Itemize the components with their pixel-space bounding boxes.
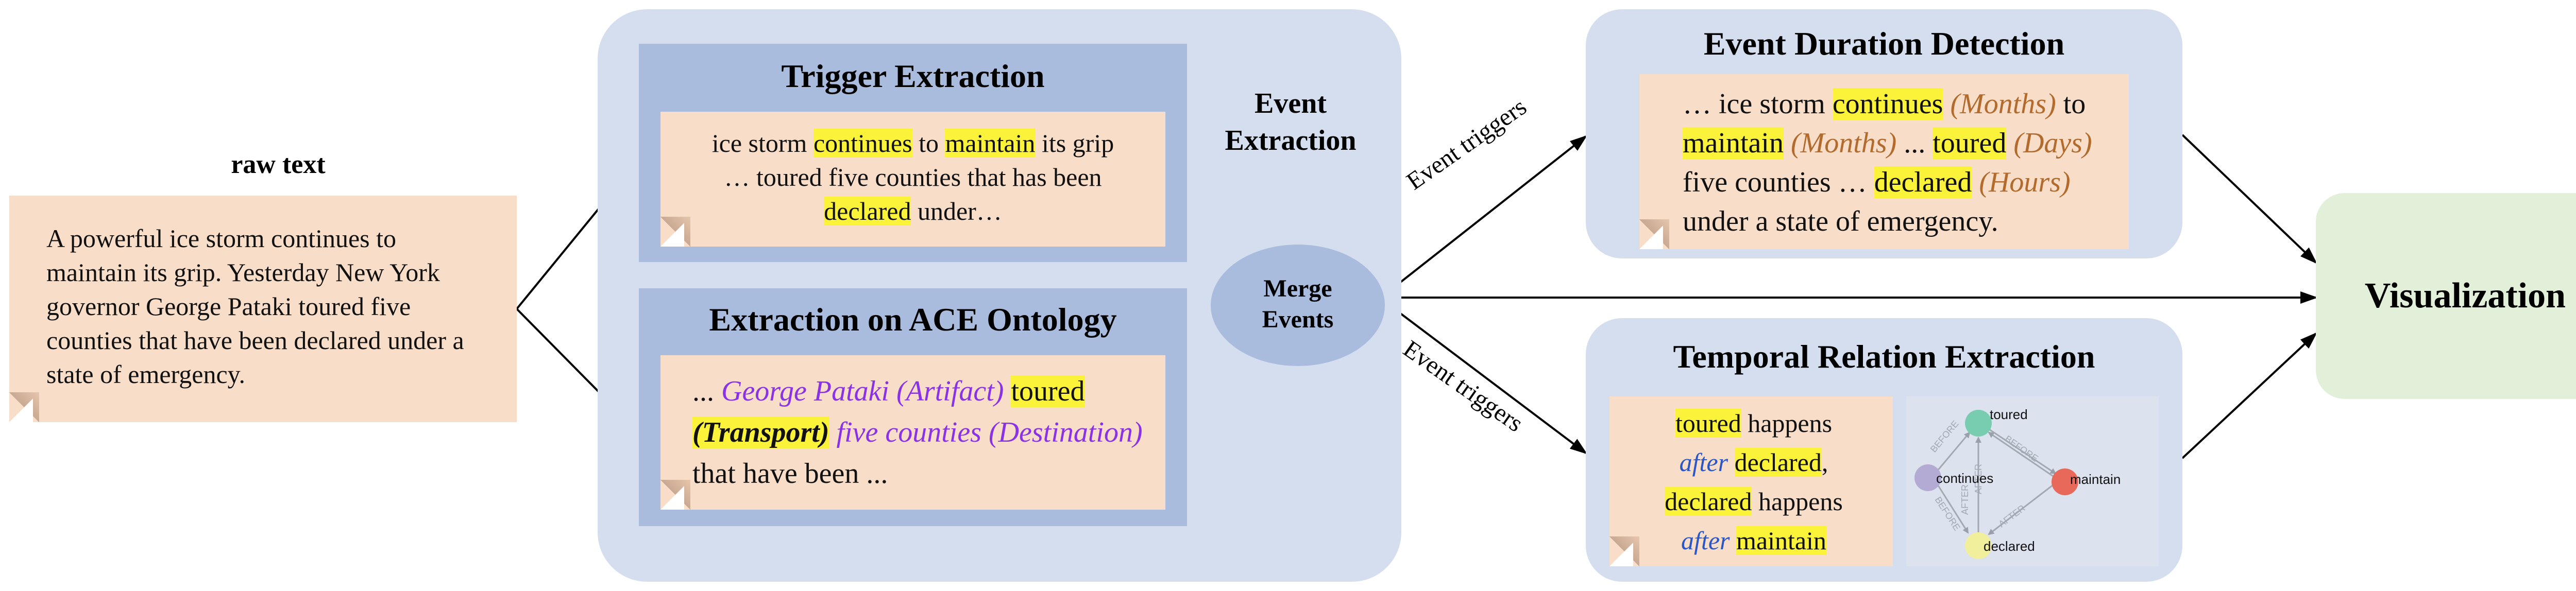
temporal-highlight-toured: toured [1675, 409, 1741, 438]
temporal-graph: BEFORE BEFORE AFTER BEFORE AFTER AFTER t… [1906, 396, 2159, 566]
graph-edge-label-5: AFTER [1996, 503, 2027, 529]
merge-events-node: Merge Events [1211, 245, 1385, 366]
visualization-node: Visualization [2316, 193, 2576, 399]
temporal-highlight-declared-2: declared [1665, 487, 1752, 516]
duration-highlight-toured: toured [1933, 127, 2007, 159]
duration-label-days: (Days) [2013, 127, 2092, 159]
duration-highlight-continues: continues [1832, 88, 1943, 120]
graph-node-toured [1965, 410, 1992, 437]
trigger-note: ice storm continues to maintain its grip… [660, 112, 1165, 247]
arrow-merge-to-temporal [1384, 301, 1588, 455]
trigger-extraction-box: Trigger Extraction ice storm continues t… [639, 44, 1187, 262]
trigger-text: ice storm continues to maintain its grip… [711, 129, 1114, 225]
temporal-relation-after-2: after [1681, 526, 1730, 555]
graph-node-declared [1965, 532, 1992, 559]
duration-highlight-maintain: maintain [1683, 127, 1784, 159]
arrow-merge-to-duration [1384, 135, 1588, 296]
event-duration-title: Event Duration Detection [1703, 25, 2065, 62]
trigger-highlight-maintain: maintain [945, 129, 1036, 158]
duration-label-hours: (Hours) [1979, 166, 2071, 198]
temporal-highlight-declared-1: declared [1734, 448, 1822, 477]
ace-extraction-title: Extraction on ACE Ontology [709, 301, 1117, 338]
event-extraction-label: Event Extraction [1225, 88, 1357, 157]
event-duration-panel: Event Duration Detection … ice storm con… [1586, 9, 2182, 258]
temporal-graph-svg: BEFORE BEFORE AFTER BEFORE AFTER AFTER t… [1914, 407, 2121, 559]
temporal-relation-after-1: after [1679, 448, 1728, 477]
ace-text: ... George Pataki (Artifact) toured(Tran… [692, 375, 1143, 490]
ace-trigger-toured: toured [1011, 375, 1085, 407]
graph-edge-label-3: AFTER [1973, 464, 1984, 494]
duration-label-months-1: (Months) [1950, 88, 2056, 120]
graph-edge-continues-toured [1936, 431, 1971, 472]
graph-edge-label-6: AFTER [1960, 484, 1970, 515]
temporal-relation-panel: Temporal Relation Extraction toured happ… [1586, 318, 2182, 582]
duration-label-months-2: (Months) [1790, 127, 1897, 159]
graph-node-label-maintain: maintain [2070, 472, 2121, 487]
visualization-label: Visualization [2364, 276, 2566, 316]
trigger-highlight-declared: declared [824, 197, 911, 225]
raw-text-note: A powerful ice storm continues to mainta… [9, 196, 517, 422]
ace-note: ... George Pataki (Artifact) toured(Tran… [660, 355, 1165, 510]
graph-node-continues [1914, 464, 1941, 491]
temporal-relation-title: Temporal Relation Extraction [1673, 338, 2095, 375]
graph-edge-continues-declared [1936, 483, 1969, 534]
ace-argument-destination: five counties (Destination) [836, 416, 1143, 448]
ace-extraction-box: Extraction on ACE Ontology ... George Pa… [639, 288, 1187, 526]
graph-node-label-declared: declared [1984, 538, 2035, 554]
graph-node-maintain [2052, 468, 2078, 495]
temporal-highlight-maintain: maintain [1736, 526, 1826, 555]
graph-node-label-toured: toured [1990, 407, 2028, 422]
raw-text-label: raw text [231, 150, 326, 179]
trigger-extraction-title: Trigger Extraction [781, 58, 1045, 94]
arrow-temporal-to-visualization [2181, 332, 2317, 459]
graph-edge-maintain-declared [1988, 484, 2054, 535]
duration-highlight-declared: declared [1874, 166, 1972, 198]
ace-type-transport: (Transport) [692, 416, 829, 448]
arrow-duration-to-visualization [2181, 134, 2317, 264]
raw-text-body: A powerful ice storm continues to mainta… [46, 224, 464, 389]
ace-argument-artifact: George Pataki (Artifact) [721, 375, 1004, 407]
graph-edge-toured-maintain [1986, 426, 2057, 475]
graph-node-label-continues: continues [1936, 471, 1993, 486]
graph-edge-label-2: BEFORE [2003, 433, 2040, 464]
graph-edge-maintain-toured [1988, 431, 2054, 477]
trigger-highlight-continues: continues [813, 129, 912, 158]
